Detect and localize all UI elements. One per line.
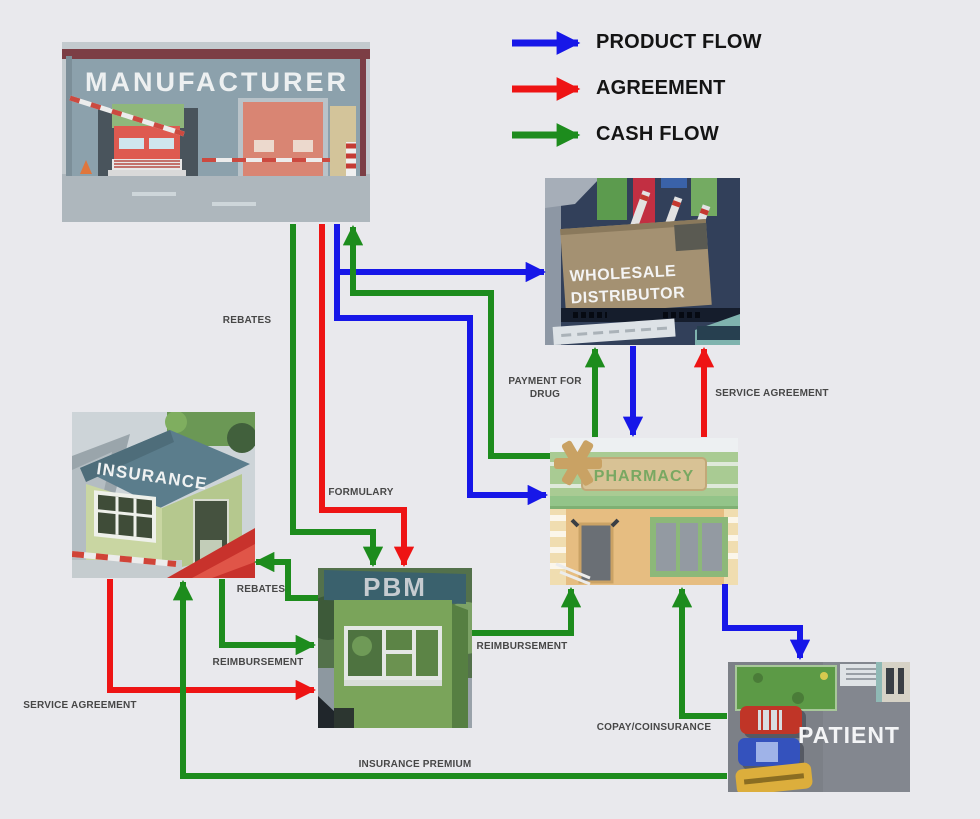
legend-label-product-flow: PRODUCT FLOW	[596, 31, 762, 53]
pharmacy-illustration: PHARMACY	[550, 438, 738, 585]
arrow-cash-rebates-manufacturer-pbm	[290, 224, 384, 568]
edge-label-rebates-pbm: REBATES	[236, 584, 286, 595]
node-pharmacy: PHARMACY	[550, 438, 738, 585]
manufacturer-illustration: MANUFACTURER	[62, 42, 370, 222]
edge-label-formulary: FORMULARY	[328, 487, 394, 498]
arrow-cash-copay-patient-pharmacy	[671, 586, 727, 719]
pbm-label: PBM	[363, 572, 427, 602]
wholesale-distributor-label-line1: WHOLESALE	[569, 263, 676, 286]
patient-illustration: PATIENT	[728, 662, 910, 792]
edge-label-insurance-premium: INSURANCE PREMIUM	[358, 759, 472, 770]
legend-label-agreement: AGREEMENT	[596, 77, 726, 99]
edge-label-rebates-manufacturer: REBATES	[222, 315, 272, 326]
edge-label-payment-for-drug-line2: DRUG	[529, 389, 561, 400]
node-patient: PATIENT	[728, 662, 910, 792]
edge-label-service-agreement-insurance: SERVICE AGREEMENT	[23, 700, 137, 711]
edge-label-payment-for-drug-line1: PAYMENT FOR	[508, 376, 582, 387]
node-manufacturer: MANUFACTURER	[62, 42, 370, 222]
edge-label-service-agreement-wholesale: SERVICE AGREEMENT	[715, 388, 829, 399]
pharmacy-label: PHARMACY	[594, 468, 694, 485]
arrow-product-manufacturer-wholesale	[334, 224, 547, 283]
edge-label-payment-for-drug: PAYMENT FOR DRUG	[508, 375, 581, 401]
manufacturer-label: MANUFACTURER	[85, 67, 349, 97]
patient-label: PATIENT	[798, 722, 900, 748]
node-insurance: INSURANCE	[72, 412, 255, 578]
edge-label-copay-coinsurance: COPAY/COINSURANCE	[596, 722, 712, 733]
node-pbm: PBM	[318, 568, 472, 728]
edge-label-reimbursement-insurance: REIMBURSEMENT	[212, 657, 304, 668]
pharmacy-asterisk-icon	[554, 440, 602, 486]
arrow-cash-reimbursement-pbm-pharmacy	[472, 586, 582, 636]
arrow-agreement-formulary	[319, 224, 415, 568]
arrow-product-manufacturer-pharmacy	[334, 224, 549, 506]
pbm-illustration: PBM	[318, 568, 472, 728]
insurance-illustration: INSURANCE	[72, 412, 255, 578]
edge-label-reimbursement-pbm: REIMBURSEMENT	[476, 641, 568, 652]
wholesale-distributor-label-line2: DISTRIBUTOR	[570, 284, 685, 307]
legend-label-cash-flow: CASH FLOW	[596, 123, 719, 145]
arrow-cash-pharmacy-manufacturer	[342, 224, 550, 459]
arrow-product-pharmacy-patient	[722, 584, 811, 661]
wholesale-distributor-illustration: WHOLESALE DISTRIBUTOR	[545, 178, 740, 345]
node-wholesale-distributor: WHOLESALE DISTRIBUTOR	[545, 178, 740, 345]
